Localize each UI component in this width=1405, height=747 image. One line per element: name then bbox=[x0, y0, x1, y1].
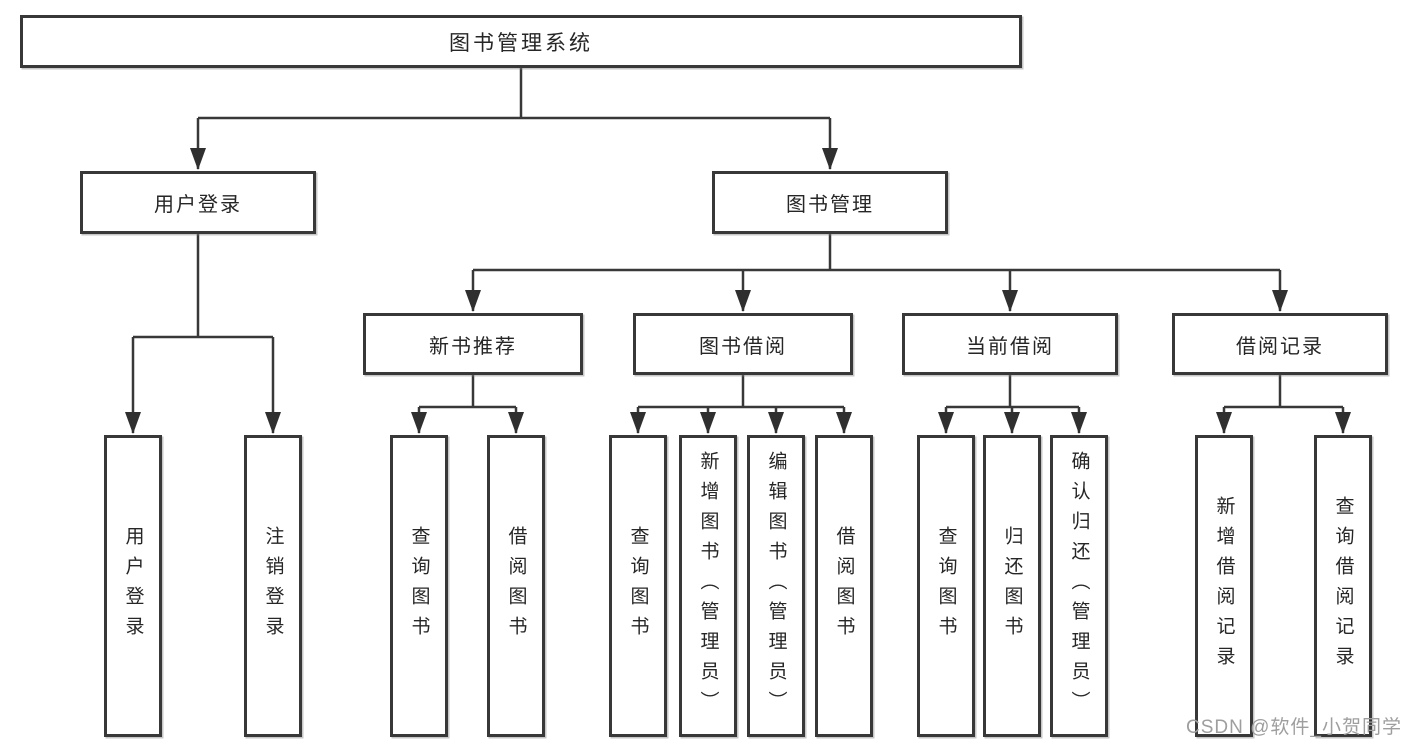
leaf-br-query-borrow-record-label: 查询借阅记录 bbox=[1332, 496, 1354, 676]
connectors-user-login bbox=[125, 234, 281, 434]
leaf-nb-query-books-label: 查询图书 bbox=[408, 526, 430, 646]
leaf-bb-edit-books-admin: 编辑图书（管理员） bbox=[747, 435, 805, 737]
node-root-system: 图书管理系统 bbox=[20, 15, 1022, 68]
connectors-current-borrow bbox=[938, 375, 1087, 434]
connectors-book-management bbox=[465, 234, 1288, 312]
node-root-label: 图书管理系统 bbox=[449, 31, 593, 55]
leaf-bb-add-books-admin-label: 新增图书（管理员） bbox=[697, 451, 719, 721]
leaf-nb-borrow-books-label: 借阅图书 bbox=[505, 526, 527, 646]
leaf-user-login: 用户登录 bbox=[104, 435, 162, 737]
leaf-bb-query-books: 查询图书 bbox=[609, 435, 667, 737]
node-book-borrow-label: 图书借阅 bbox=[699, 335, 787, 358]
connectors-book-borrow bbox=[630, 375, 852, 434]
leaf-bb-add-books-admin: 新增图书（管理员） bbox=[679, 435, 737, 737]
node-borrow-records-label: 借阅记录 bbox=[1236, 335, 1324, 358]
leaf-cb-query-books: 查询图书 bbox=[917, 435, 975, 737]
leaf-cb-confirm-return-admin: 确认归还（管理员） bbox=[1050, 435, 1108, 737]
leaf-cb-return-books-label: 归还图书 bbox=[1001, 526, 1023, 646]
node-new-book-recommend-label: 新书推荐 bbox=[429, 335, 517, 358]
leaf-bb-borrow-books-label: 借阅图书 bbox=[833, 526, 855, 646]
node-user-login: 用户登录 bbox=[80, 171, 316, 234]
node-current-borrow: 当前借阅 bbox=[902, 313, 1118, 375]
leaf-nb-borrow-books: 借阅图书 bbox=[487, 435, 545, 737]
node-book-borrow: 图书借阅 bbox=[633, 313, 853, 375]
leaf-cb-query-books-label: 查询图书 bbox=[935, 526, 957, 646]
node-user-login-label: 用户登录 bbox=[154, 194, 242, 216]
node-book-management-label: 图书管理 bbox=[786, 194, 874, 216]
node-borrow-records: 借阅记录 bbox=[1172, 313, 1388, 375]
node-current-borrow-label: 当前借阅 bbox=[966, 335, 1054, 358]
node-new-book-recommend: 新书推荐 bbox=[363, 313, 583, 375]
node-book-management: 图书管理 bbox=[712, 171, 948, 234]
leaf-br-add-borrow-record: 新增借阅记录 bbox=[1195, 435, 1253, 737]
leaf-cb-confirm-return-admin-label: 确认归还（管理员） bbox=[1068, 451, 1090, 721]
connectors-borrow-records bbox=[1216, 375, 1351, 434]
leaf-bb-edit-books-admin-label: 编辑图书（管理员） bbox=[765, 451, 787, 721]
leaf-logout-label: 注销登录 bbox=[262, 526, 284, 646]
leaf-nb-query-books: 查询图书 bbox=[390, 435, 448, 737]
leaf-logout: 注销登录 bbox=[244, 435, 302, 737]
leaf-br-query-borrow-record: 查询借阅记录 bbox=[1314, 435, 1372, 737]
leaf-bb-query-books-label: 查询图书 bbox=[627, 526, 649, 646]
connectors-root bbox=[190, 68, 838, 170]
leaf-bb-borrow-books: 借阅图书 bbox=[815, 435, 873, 737]
csdn-watermark: CSDN @软件_小贺同学 bbox=[1186, 717, 1402, 738]
leaf-br-add-borrow-record-label: 新增借阅记录 bbox=[1213, 496, 1235, 676]
connectors-new-book-recommend bbox=[411, 375, 524, 434]
leaf-cb-return-books: 归还图书 bbox=[983, 435, 1041, 737]
leaf-user-login-label: 用户登录 bbox=[122, 526, 144, 646]
